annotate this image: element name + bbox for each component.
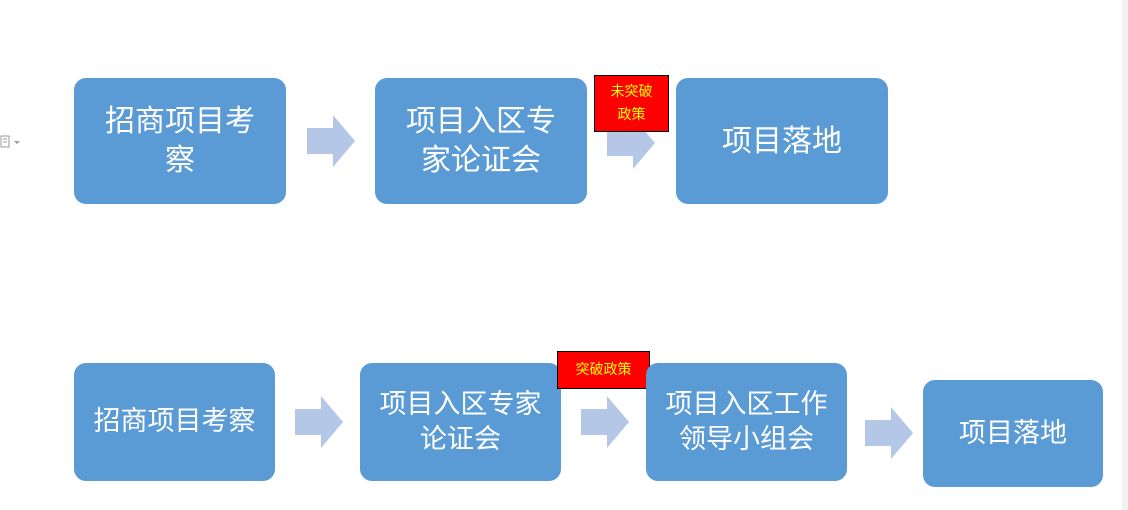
bottom-node-expert-review: 项目入区专家 论证会 — [360, 363, 561, 481]
top-node-project-landing: 项目落地 — [676, 78, 888, 204]
bottom-policy-badge: 突破政策 — [557, 351, 650, 389]
window-edge — [1122, 0, 1128, 510]
top-node-expert-review: 项目入区专 家论证会 — [375, 78, 587, 204]
right-arrow-icon — [295, 396, 343, 448]
top-policy-badge: 未突破 政策 — [594, 75, 669, 132]
right-arrow-icon — [581, 396, 629, 448]
bottom-node-project-landing: 项目落地 — [923, 380, 1103, 487]
top-node-project-inspection: 招商项目考 察 — [74, 78, 286, 204]
document-dropdown-icon[interactable] — [0, 134, 22, 148]
bottom-node-leadership-meeting: 项目入区工作 领导小组会 — [646, 363, 847, 481]
right-arrow-icon — [307, 115, 355, 167]
right-arrow-icon — [865, 407, 913, 459]
bottom-node-project-inspection: 招商项目考察 — [74, 363, 275, 481]
